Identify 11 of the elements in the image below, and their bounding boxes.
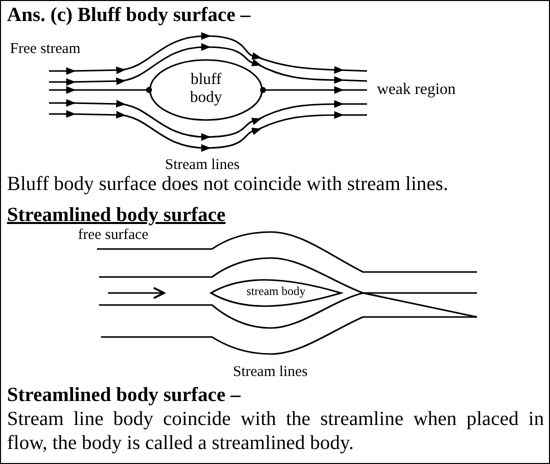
- answer-heading: Ans. (c) Bluff body surface –: [7, 4, 250, 26]
- statement-text: Bluff body surface does not coincide with stream lines.: [7, 173, 448, 195]
- region-label: weak region: [377, 81, 456, 99]
- streamline-label: Stream lines: [233, 364, 308, 380]
- surface-label: free surface: [78, 227, 148, 244]
- definition-paragraph: Stream line body coincide with the streamline when placed in flow, the body is called a streamlined body.: [7, 407, 544, 456]
- flow-label: Free stream: [10, 41, 80, 58]
- streamline-label: Stream lines: [165, 157, 240, 174]
- section-heading: Streamlined body surface –: [7, 384, 241, 406]
- section-heading: Streamlined body surface: [7, 204, 226, 226]
- bluff-body-ellipse: bluff body: [149, 59, 263, 121]
